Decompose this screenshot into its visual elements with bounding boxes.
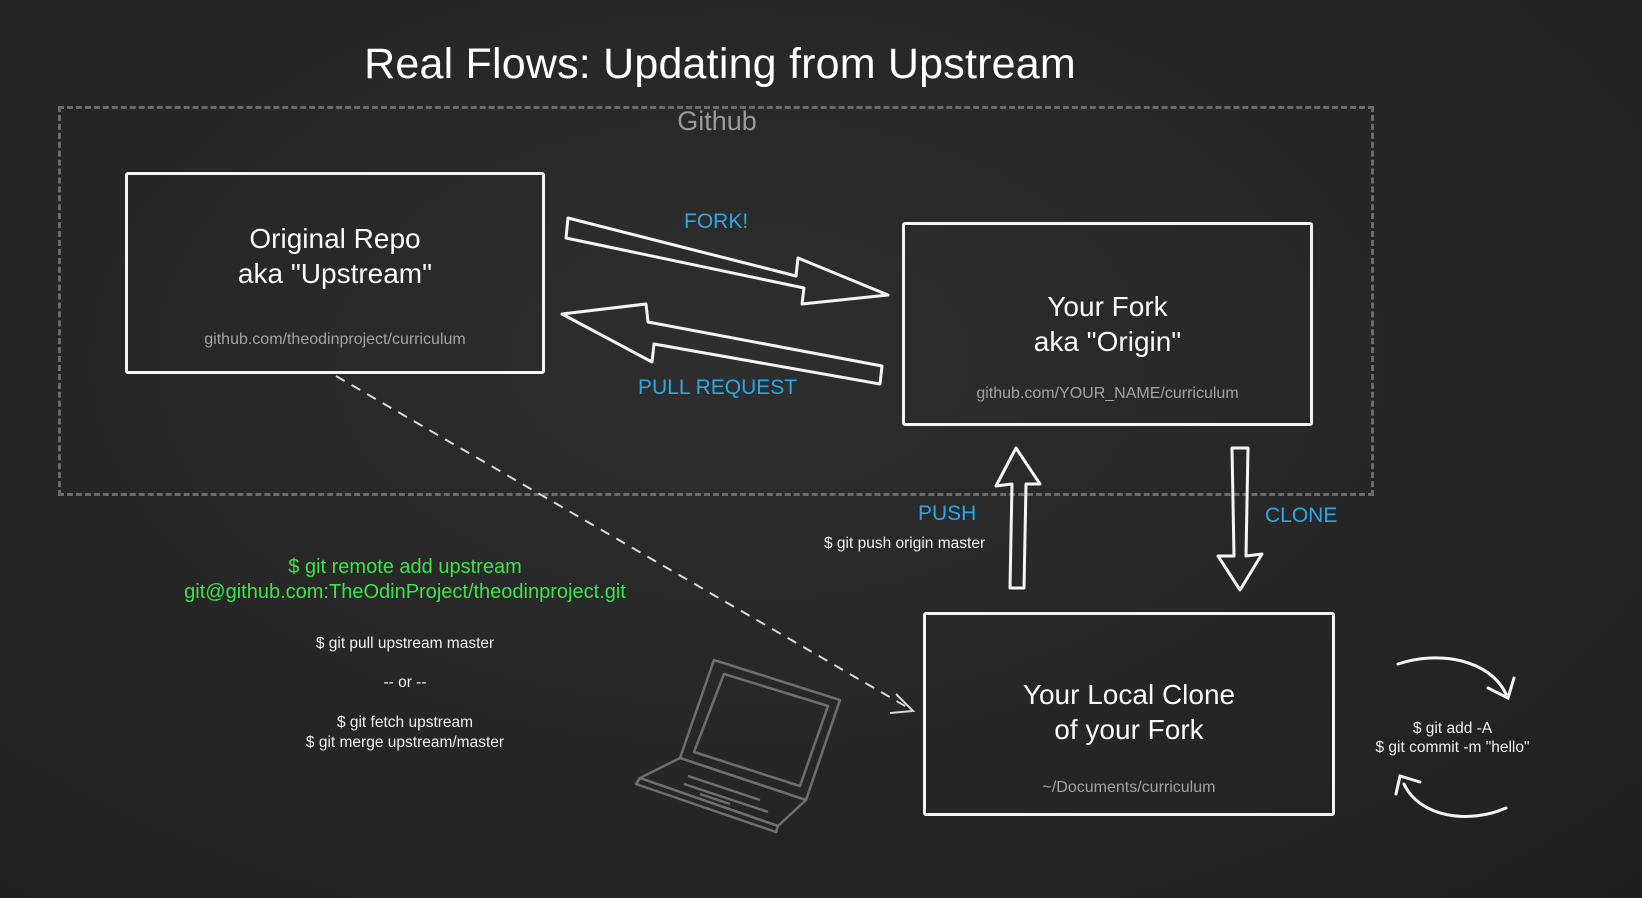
origin-alias: aka "Origin" (1033, 326, 1182, 357)
add-command: $ git add -A (1412, 720, 1493, 737)
upstream-url: github.com/theodinproject/curriculum (204, 331, 466, 348)
local-title: Your Local Clone (1022, 679, 1236, 710)
laptop-icon (634, 658, 842, 834)
or-separator: -- or -- (383, 674, 427, 691)
commit-command: $ git commit -m "hello" (1375, 739, 1530, 756)
merge-command: $ git merge upstream/master (305, 734, 505, 751)
fork-arrow (564, 216, 890, 306)
upstream-title: Original Repo (249, 223, 421, 254)
clone-label: CLONE (1265, 504, 1338, 527)
origin-title: Your Fork (1047, 291, 1168, 322)
upstream-alias: aka "Upstream" (237, 258, 433, 289)
push-command: $ git push origin master (824, 535, 986, 552)
remote-add-line-2: git@github.com:TheOdinProject/theodinpro… (184, 581, 626, 603)
push-label: PUSH (918, 502, 977, 525)
remote-add-line-1: $ git remote add upstream (288, 556, 522, 578)
clone-arrow (1216, 446, 1264, 592)
remote-add-block: $ git remote add upstream git@github.com… (160, 556, 650, 604)
github-label: Github (677, 106, 757, 136)
page-title: Real Flows: Updating from Upstream (364, 40, 1076, 88)
upstream-to-local-dashed-arrow (335, 375, 916, 714)
local-path: ~/Documents/curriculum (1042, 779, 1216, 796)
origin-url: github.com/YOUR_NAME/curriculum (976, 385, 1239, 402)
pull-command: $ git pull upstream master (315, 635, 495, 652)
pull-request-label: PULL REQUEST (638, 376, 798, 399)
fork-label: FORK! (684, 210, 749, 233)
local-clone-box: Your Local Clone of your Fork ~/Document… (923, 612, 1335, 816)
push-arrow (994, 446, 1042, 590)
github-region (58, 106, 1374, 496)
upstream-repo-box: Original Repo aka "Upstream" github.com/… (125, 172, 545, 374)
local-subtitle: of your Fork (1054, 714, 1204, 745)
cycle-arrow-icon (1394, 656, 1516, 818)
fetch-command: $ git fetch upstream (336, 714, 474, 731)
pull-request-arrow (560, 302, 884, 386)
origin-fork-box: Your Fork aka "Origin" github.com/YOUR_N… (902, 222, 1313, 426)
